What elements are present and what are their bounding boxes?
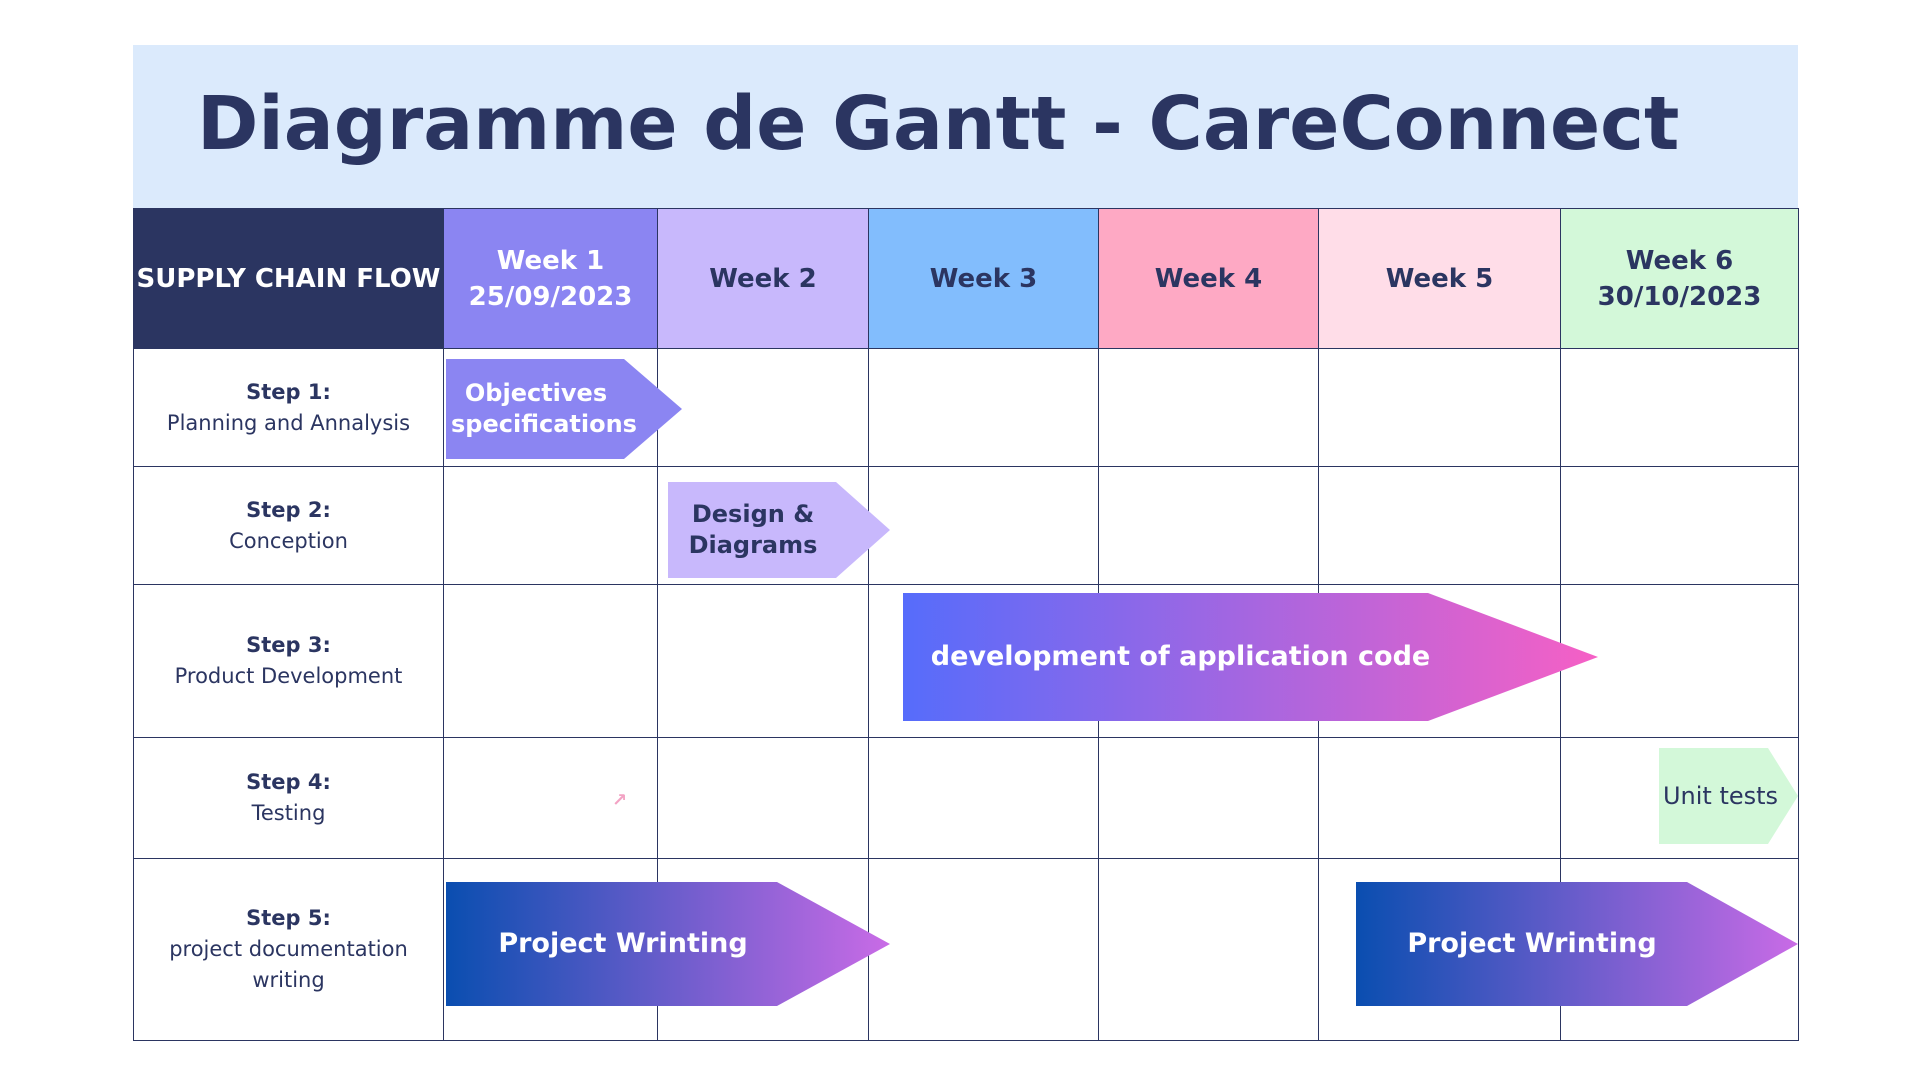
step-description: Product Development (174, 664, 403, 688)
grid-cell (868, 858, 1099, 1041)
step-label-3: Step 3: Product Development (133, 584, 444, 738)
step-title: Step 4: (246, 770, 331, 794)
step-label-4: Step 4: Testing (133, 737, 444, 859)
week-label: Week 1 (496, 245, 605, 276)
page-title: Diagramme de Gantt - CareConnect (197, 81, 1680, 167)
gantt-grid: SUPPLY CHAIN FLOW Week 1 25/09/2023 Week 2… (133, 208, 1799, 1041)
grid-cell (868, 348, 1099, 467)
grid-cell (1318, 737, 1561, 859)
step-description: Testing (251, 801, 326, 825)
step-label-2: Step 2: Conception (133, 466, 444, 585)
header-week-5: Week 5 (1318, 208, 1561, 349)
step-title: Step 5: (246, 906, 331, 930)
grid-cell (657, 584, 869, 738)
header-week-3: Week 3 (868, 208, 1099, 349)
grid-cell (1098, 858, 1319, 1041)
header-week-1: Week 1 25/09/2023 (443, 208, 658, 349)
task-label: Design & Diagrams (688, 500, 818, 559)
grid-cell (1560, 348, 1799, 467)
step-description: project documentation writing (169, 937, 408, 992)
step-title: Step 3: (246, 633, 331, 657)
grid-cell (1098, 466, 1319, 585)
grid-cell (1098, 737, 1319, 859)
task-label: Project Wrinting (1407, 928, 1657, 959)
task-label: Unit tests (1662, 781, 1779, 810)
step-description: Conception (229, 528, 348, 553)
grid-cell (1318, 348, 1561, 467)
week-label: Week 4 (1154, 263, 1263, 294)
grid-cell (443, 584, 658, 738)
step-title: Step 1: (246, 379, 331, 404)
grid-cell (868, 737, 1099, 859)
grid-cell (1560, 584, 1799, 738)
task-label: development of application code (930, 641, 1431, 672)
grid-cell (443, 466, 658, 585)
grid-cell (1560, 466, 1799, 585)
grid-cell (657, 348, 869, 467)
header-week-2: Week 2 (657, 208, 869, 349)
grid-cell (657, 737, 869, 859)
header-week-6: Week 6 30/10/2023 (1560, 208, 1799, 349)
week-label: Week 3 (929, 263, 1038, 294)
grid-cell (868, 466, 1099, 585)
task-label: Objectives specifications (451, 379, 637, 438)
step-title: Step 2: (246, 497, 331, 522)
week-label: Week 6 (1625, 245, 1734, 276)
grid-cell (1098, 348, 1319, 467)
header-supply-chain-flow: SUPPLY CHAIN FLOW (133, 208, 444, 349)
task-bar-3[interactable]: development of application code (903, 593, 1598, 721)
week-date: 30/10/2023 (1597, 281, 1762, 312)
grid-cell (1318, 466, 1561, 585)
small-arrow-icon: ↗ (612, 790, 628, 811)
header-week-4: Week 4 (1098, 208, 1319, 349)
week-date: 25/09/2023 (468, 281, 633, 312)
title-banner: Diagramme de Gantt - CareConnect (133, 45, 1798, 208)
task-label: Project Wrinting (498, 928, 748, 959)
step-label-5: Step 5: project documentation writing (133, 858, 444, 1041)
task-bar-4[interactable]: Unit tests (1659, 748, 1798, 844)
task-bar-2[interactable]: Design & Diagrams (668, 482, 890, 578)
week-label: Week 5 (1385, 263, 1494, 294)
step-label-1: Step 1: Planning and Annalysis (133, 348, 444, 467)
week-label: Week 2 (709, 263, 817, 294)
step-description: Planning and Annalysis (166, 410, 411, 435)
task-bar-1[interactable]: Objectives specifications (446, 359, 682, 459)
